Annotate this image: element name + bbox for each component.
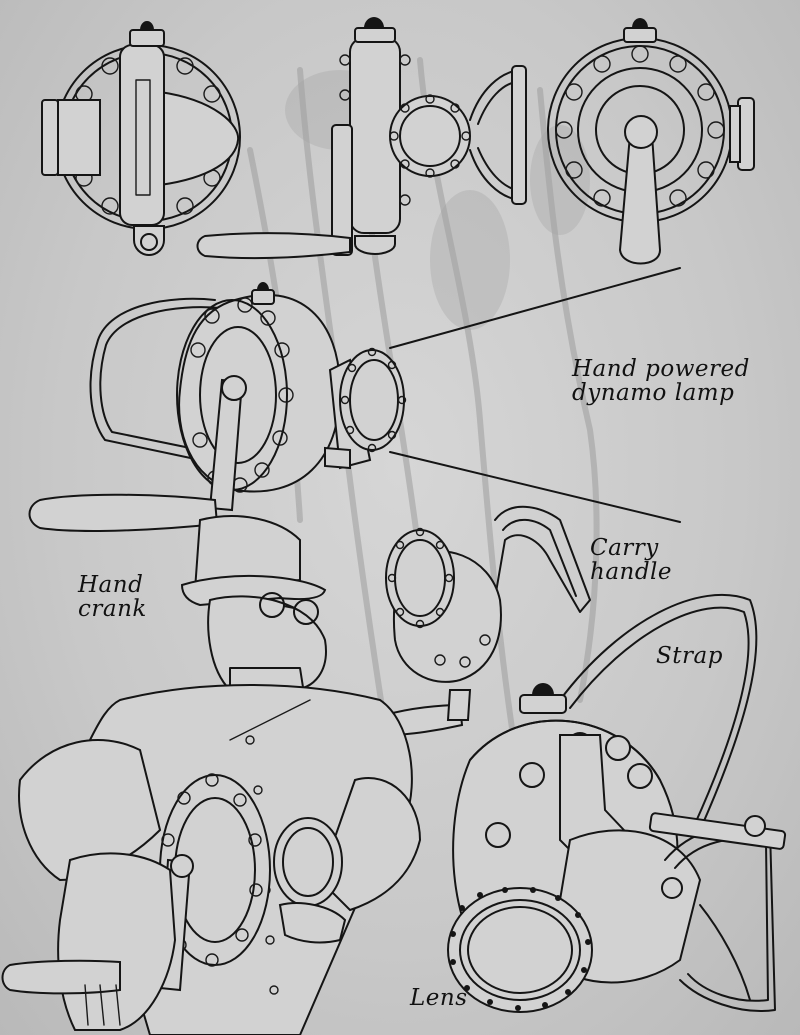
small-rear-view	[379, 505, 591, 737]
side-view	[196, 17, 527, 260]
carry-handle-label: Carry handle	[590, 535, 673, 585]
rear-view	[547, 18, 755, 265]
front-view	[41, 21, 241, 256]
lens-label: Lens	[410, 985, 468, 1011]
lamp-label: Hand powered dynamo lamp	[572, 356, 750, 406]
three-quarter-view	[28, 267, 681, 532]
hand-crank-label: Hand crank	[78, 572, 147, 622]
close-up-view	[447, 593, 787, 1013]
figure-with-lamp	[1, 515, 422, 1035]
strap-label: Strap	[656, 643, 723, 669]
